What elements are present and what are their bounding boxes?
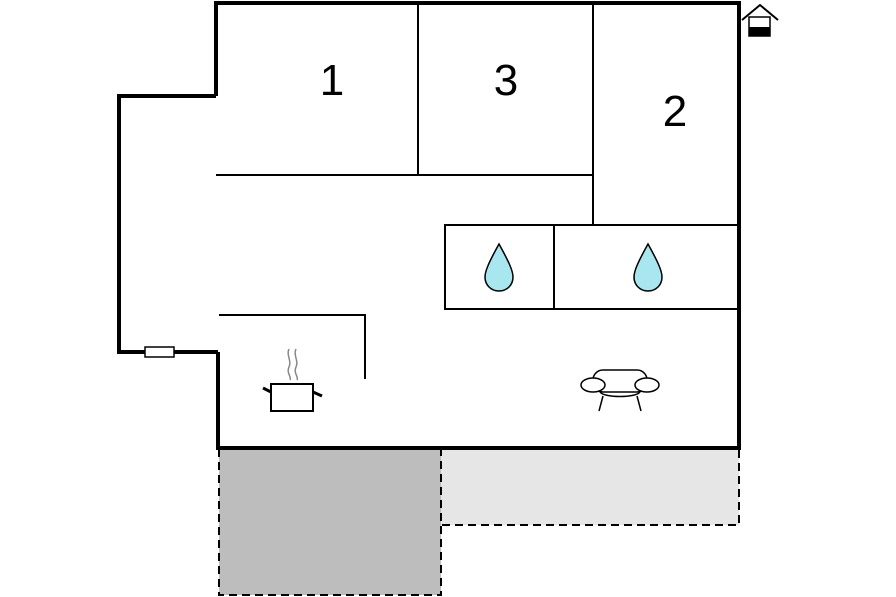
- entrance-door: [144, 346, 175, 358]
- cooking-pot-icon: [262, 348, 323, 412]
- room-number-1: 1: [320, 56, 344, 105]
- room-number-3: 3: [494, 56, 518, 105]
- bathroom-block: [444, 224, 740, 310]
- terrace-open: [440, 448, 740, 526]
- water-drop-icon: [633, 242, 663, 292]
- sofa-icon: [580, 369, 660, 412]
- terrace-covered: [218, 448, 442, 596]
- water-drop-icon: [484, 242, 514, 292]
- house-icon: [741, 3, 779, 37]
- outer-wall-west: [117, 94, 218, 354]
- room-number-2: 2: [663, 87, 687, 136]
- kitchen-counter: [219, 314, 366, 379]
